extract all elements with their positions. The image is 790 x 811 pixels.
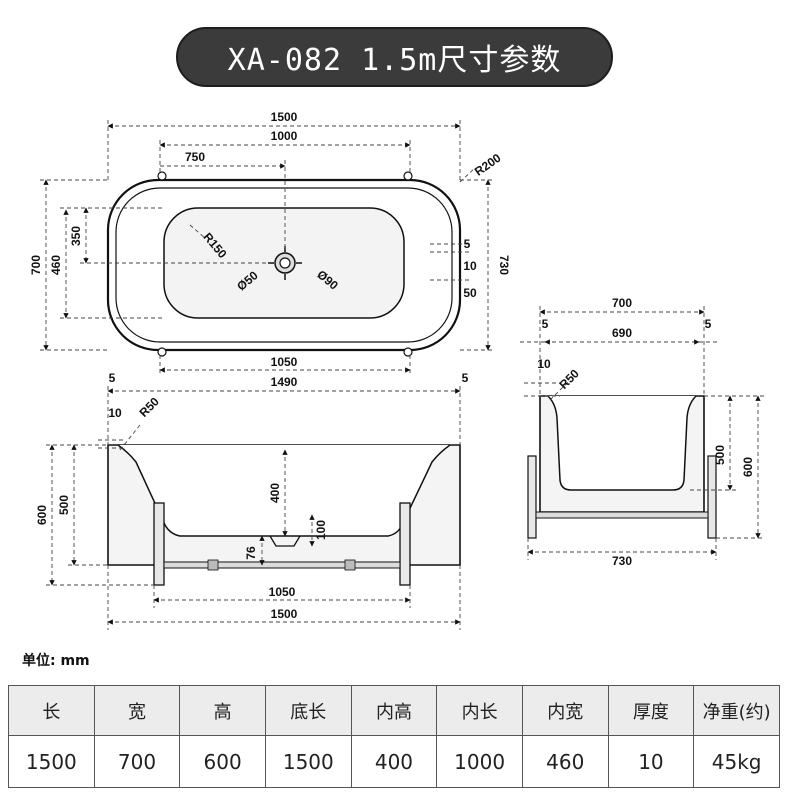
table-cell: 400: [350, 735, 438, 788]
title-banner: XA-082 1.5m尺寸参数: [176, 27, 613, 87]
unit-label: 单位: mm: [22, 653, 90, 669]
table-header-cell: 内高: [350, 685, 438, 736]
table-cell: 460: [521, 735, 609, 788]
dim-front-inner-depth: 400: [268, 483, 282, 503]
table-cell: 10: [607, 735, 695, 788]
front-leg-right: [399, 502, 411, 586]
dim-side-rim-radius: R50: [556, 366, 582, 392]
drain-inner: [279, 257, 291, 269]
dim-side-right-gap: 5: [705, 317, 712, 331]
dim-front-drain-height: 100: [314, 520, 328, 540]
dim-front-foot-span: 1050: [269, 585, 296, 599]
dim-top-corner-radius: R200: [472, 151, 504, 179]
dim-front-inner-height: 500: [57, 495, 71, 515]
table-header-cell: 宽: [93, 685, 181, 736]
table-header-cell: 高: [179, 685, 266, 736]
dim-front-top-width: 1490: [271, 375, 298, 389]
dim-top-drain-to-top: 350: [69, 226, 83, 246]
table-header-cell: 底长: [264, 685, 352, 736]
top-view: 1500 1000 750 R200 R150 Ø50 Ø90 700 460 …: [29, 110, 511, 375]
dim-top-inner-width: 460: [49, 255, 63, 275]
table-header-cell: 厚度: [607, 685, 695, 736]
foot-marker: [157, 171, 167, 181]
dim-top-rim-offset: 50: [463, 286, 477, 300]
dim-front-rim-thickness: 10: [108, 406, 122, 420]
dim-front-outer-height: 600: [35, 505, 49, 525]
dim-top-overall-depth: 730: [497, 255, 511, 275]
side-view: 700 5 5 690 10 R50 500 600 730: [520, 296, 764, 568]
dim-front-left-gap: 5: [109, 371, 116, 385]
table-cell: 45kg: [693, 735, 780, 788]
front-view: 5 5 1490 10 R50 400 100 76 600 500 1050 …: [35, 371, 469, 630]
foot-marker: [157, 347, 167, 357]
dim-front-drain-offset: 76: [244, 546, 258, 560]
spec-table: 长 宽 高 底长 内高 内长 内宽 厚度 净重(约) 1500 700 600 …: [8, 685, 780, 788]
dim-side-frame-width: 730: [612, 554, 632, 568]
table-header-cell: 内宽: [521, 685, 609, 736]
table-row: 1500 700 600 1500 400 1000 460 10 45kg: [8, 735, 780, 788]
table-cell: 1500: [8, 735, 95, 788]
side-inner-profile: [547, 395, 697, 491]
dim-front-right-gap: 5: [462, 371, 469, 385]
dim-side-outer-height: 600: [741, 457, 755, 477]
dim-top-inner-length: 1000: [271, 129, 298, 143]
page-title: XA-082 1.5m尺寸参数: [227, 43, 562, 78]
dim-top-rim-gap: 5: [464, 237, 471, 251]
dim-side-rim-thickness: 10: [537, 357, 551, 371]
table-cell: 600: [179, 735, 266, 788]
dim-top-drain-offset: 750: [185, 150, 205, 164]
dim-side-inner-width: 690: [612, 326, 632, 340]
dim-top-foot-span: 1050: [271, 355, 298, 369]
table-cell: 700: [93, 735, 181, 788]
technical-drawing: 1500 1000 750 R200 R150 Ø50 Ø90 700 460 …: [29, 110, 764, 630]
side-frame-left: [527, 455, 537, 539]
table-header-cell: 内长: [436, 685, 523, 736]
foot-marker: [403, 347, 413, 357]
table-header-cell: 净重(约): [693, 685, 780, 736]
foot-marker: [403, 171, 413, 181]
dim-front-rim-radius: R50: [136, 394, 162, 420]
table-header-row: 长 宽 高 底长 内高 内长 内宽 厚度 净重(约): [8, 685, 780, 736]
dim-side-left-gap: 5: [542, 317, 549, 331]
dim-top-rim-thickness: 10: [463, 259, 477, 273]
table-cell: 1500: [264, 735, 352, 788]
dim-top-overall-width: 1500: [271, 110, 298, 124]
dim-side-inner-height: 500: [713, 445, 727, 465]
front-leg-left: [153, 502, 165, 586]
dim-side-overall-width: 700: [612, 296, 632, 310]
side-frame-bar: [535, 511, 709, 519]
front-base-bar: [163, 561, 401, 569]
table-header-cell: 长: [8, 685, 95, 736]
dim-front-overall-length: 1500: [271, 607, 298, 621]
side-frame-right: [707, 455, 717, 539]
dim-top-outer-height: 700: [29, 255, 43, 275]
top-rim-line: [115, 187, 453, 343]
table-cell: 1000: [436, 735, 523, 788]
